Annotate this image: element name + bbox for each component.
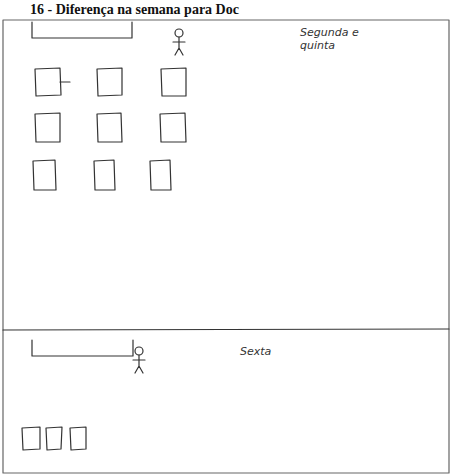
divider-line	[3, 329, 449, 330]
desks	[33, 68, 186, 190]
board	[32, 340, 133, 356]
day-note: Sexta	[240, 345, 320, 358]
figure-title: 16 - Diferença na semana para Doc	[30, 2, 239, 18]
day-note: Segunda e quinta	[300, 26, 360, 52]
teacher-figure	[173, 29, 185, 55]
frame	[3, 20, 449, 473]
board	[32, 22, 132, 38]
desks	[22, 427, 86, 450]
teacher-figure	[133, 347, 145, 373]
